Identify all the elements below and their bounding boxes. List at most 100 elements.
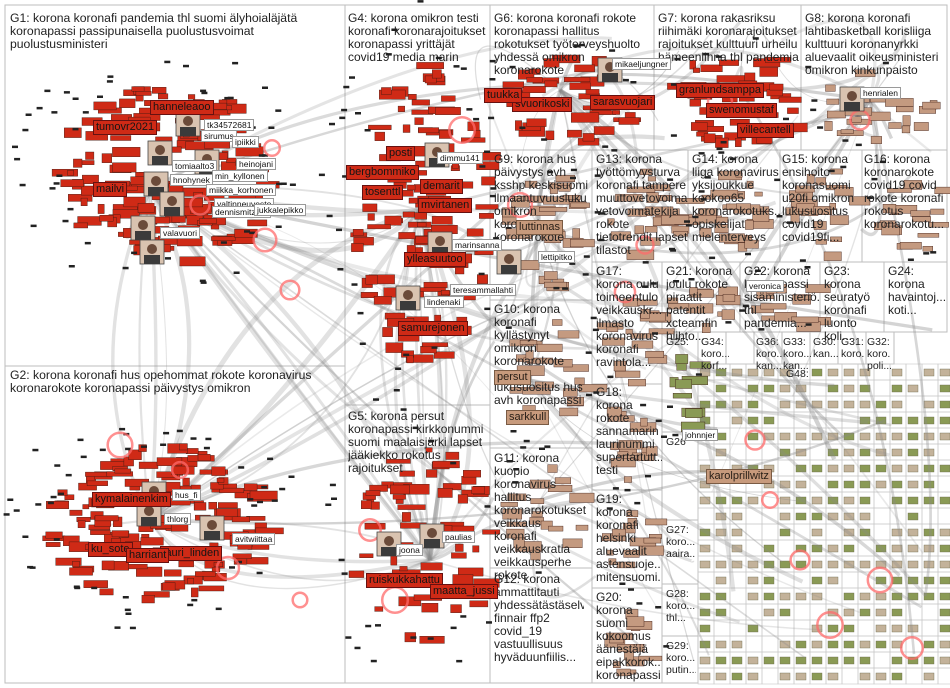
node [639,656,662,661]
node [486,621,492,624]
node [812,369,822,376]
node [612,529,625,536]
node [748,657,758,664]
node [908,259,914,262]
node [856,144,862,147]
node [844,641,854,648]
node [812,561,822,568]
minor-group-cell [794,604,810,620]
node [483,530,500,535]
node [745,240,759,248]
node [191,437,197,440]
user-tag[interactable]: valavuori [160,227,200,239]
node [451,605,462,613]
node [373,398,379,401]
node [646,351,664,358]
minor-group-cell [714,412,730,428]
node [797,204,815,212]
node [81,198,87,206]
node [70,510,82,515]
node [485,505,491,508]
node [126,613,132,616]
node [119,99,135,108]
node [828,369,838,376]
node [462,476,477,484]
user-tag[interactable]: teresammallahti [450,284,516,296]
node [844,625,854,632]
node [780,593,790,600]
node [796,673,806,680]
user-tag[interactable]: ipiikki [232,136,259,148]
node [827,111,845,118]
node [594,127,614,135]
node [677,198,705,203]
node [234,272,240,275]
node [753,212,769,222]
node [723,294,735,301]
user-tag[interactable]: johnnjer [682,429,718,441]
node [876,609,886,616]
user-tag[interactable]: paulias [442,531,475,543]
user-tag[interactable]: tomiaalto3 [172,160,217,172]
user-tag[interactable]: miikka_korhonen [206,184,276,196]
node [398,106,405,112]
node [796,641,806,648]
user-tag[interactable]: lindenaki [424,296,464,308]
node [399,232,416,239]
user-tag[interactable]: henrialen [860,87,901,99]
node [842,139,848,142]
node [450,462,456,465]
profile-photo-head [167,196,177,206]
user-tag[interactable]: avitwiittaa [232,533,275,545]
node [336,229,342,232]
node [544,445,550,448]
node [81,186,93,195]
node [602,145,608,148]
node [413,427,419,430]
user-tag[interactable]: veronica [746,280,784,292]
node [860,673,870,680]
node [4,513,10,516]
node [732,641,742,648]
node [567,397,584,405]
node [593,391,599,394]
user-tag[interactable]: joona [396,544,423,556]
node [940,593,950,600]
node [924,641,934,648]
user-tag[interactable]: min_kyllonen [212,170,268,182]
user-tag[interactable]: marinsanna [452,239,502,251]
hub-label: sarasvuojari [590,95,655,110]
node [345,636,351,639]
node [141,445,147,448]
node [624,550,640,557]
user-tag[interactable]: jukkalepikko [254,204,306,216]
node [669,248,675,251]
node [107,75,113,78]
user-tag[interactable]: hus_fi [172,489,201,501]
node [748,369,758,376]
node [780,657,790,664]
node [349,571,364,578]
node [48,502,54,505]
node [329,123,335,126]
user-tag[interactable]: mikaeljungner [612,58,671,70]
minor-group-cell [874,508,890,524]
profile-photo-body [501,265,517,274]
node [639,546,664,555]
user-tag[interactable]: heinojani [236,158,276,170]
node [674,58,680,61]
profile-photo-head [147,244,157,254]
user-tag[interactable]: lettipitko [538,251,575,263]
user-tag[interactable]: thlorg [164,513,191,525]
node [180,257,205,266]
node [663,645,669,648]
node [510,66,516,69]
node [531,499,544,504]
node [418,0,424,3]
minor-group-cell [698,508,714,524]
node [607,407,622,416]
user-tag[interactable]: dimmu141 [437,152,483,164]
node [655,606,661,609]
node [375,132,385,141]
node [489,78,495,81]
